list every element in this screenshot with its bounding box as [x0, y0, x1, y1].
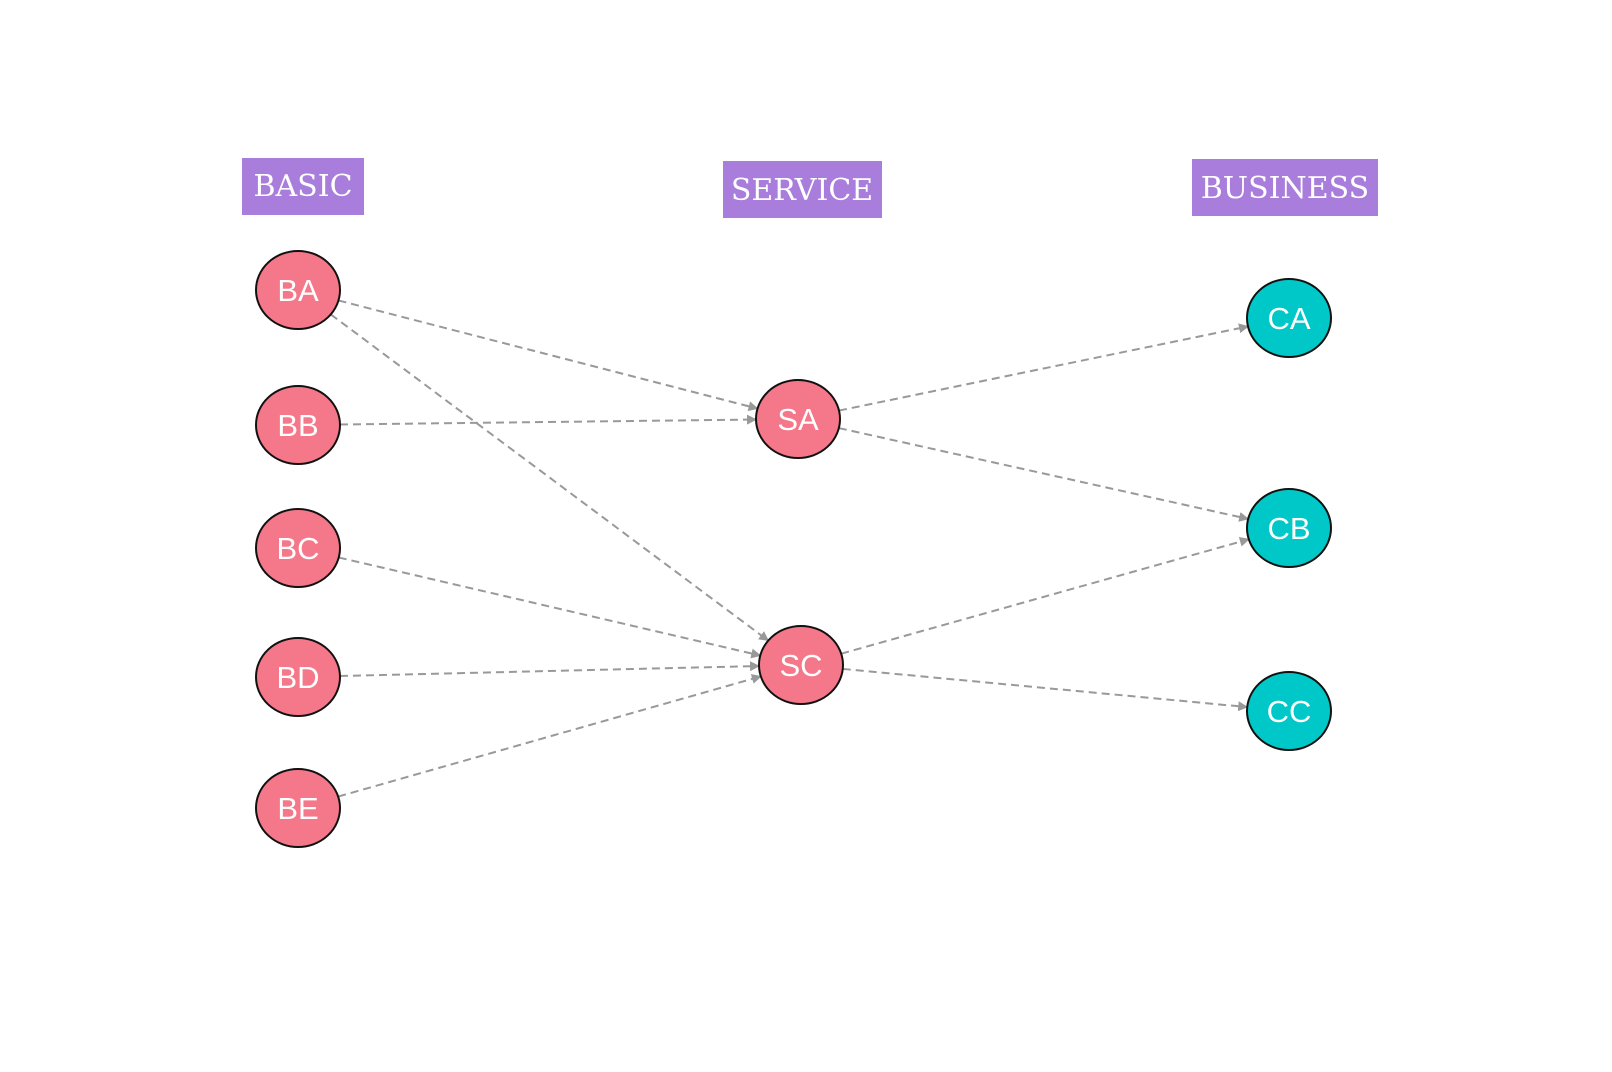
- node-CA-label: CA: [1267, 301, 1310, 336]
- node-BA: BA: [255, 250, 341, 330]
- edge-BA-SC: [330, 313, 770, 642]
- edge-SC-CC: [842, 667, 1249, 712]
- edge-SA-CA: [838, 323, 1249, 412]
- tier-label-service-bg: [723, 161, 882, 218]
- node-BA-label: BA: [277, 273, 319, 308]
- node-SA-label: SA: [777, 402, 819, 437]
- edge-BA-SA: [338, 299, 759, 412]
- node-SC-label: SC: [779, 648, 822, 683]
- tier-label-service-text: SERVICE: [731, 173, 873, 208]
- node-BE: BE: [255, 768, 341, 848]
- node-SC: SC: [758, 625, 844, 705]
- node-BC: BC: [255, 508, 341, 588]
- tier-label-basic-text: BASIC: [253, 169, 352, 204]
- node-BD-shape: [255, 637, 341, 717]
- node-BA-shape: [255, 250, 341, 330]
- edge-BE-SC: [337, 674, 762, 798]
- node-BB-shape: [255, 385, 341, 465]
- node-CC-label: CC: [1267, 694, 1312, 729]
- node-BB-label: BB: [277, 408, 318, 443]
- edge-BD-SC: [339, 661, 761, 677]
- node-CC-shape: [1246, 671, 1332, 751]
- tier-label-business-bg: [1192, 159, 1378, 216]
- node-CA: CA: [1246, 278, 1332, 358]
- edges-layer: [330, 299, 1250, 798]
- tier-label-business: BUSINESS: [1192, 159, 1378, 216]
- node-BD-label: BD: [276, 660, 319, 695]
- node-BB: BB: [255, 385, 341, 465]
- node-BD: BD: [255, 637, 341, 717]
- tier-label-service: SERVICE: [723, 161, 882, 218]
- tier-label-business-text: BUSINESS: [1201, 171, 1369, 206]
- tier-label-basic-bg: [242, 158, 364, 215]
- edge-SA-CB: [838, 427, 1250, 522]
- node-SA: SA: [755, 379, 841, 459]
- node-CB: CB: [1246, 488, 1332, 568]
- node-SC-shape: [758, 625, 844, 705]
- node-CB-label: CB: [1267, 511, 1310, 546]
- edge-BB-SA: [339, 414, 758, 426]
- node-BE-shape: [255, 768, 341, 848]
- node-SA-shape: [755, 379, 841, 459]
- edge-SC-CB: [840, 536, 1250, 655]
- node-CB-shape: [1246, 488, 1332, 568]
- node-BC-label: BC: [276, 531, 319, 566]
- node-CA-shape: [1246, 278, 1332, 358]
- edge-BC-SC: [338, 556, 762, 659]
- node-CC: CC: [1246, 671, 1332, 751]
- node-BE-label: BE: [277, 791, 318, 826]
- node-BC-shape: [255, 508, 341, 588]
- tier-label-basic: BASIC: [242, 158, 364, 215]
